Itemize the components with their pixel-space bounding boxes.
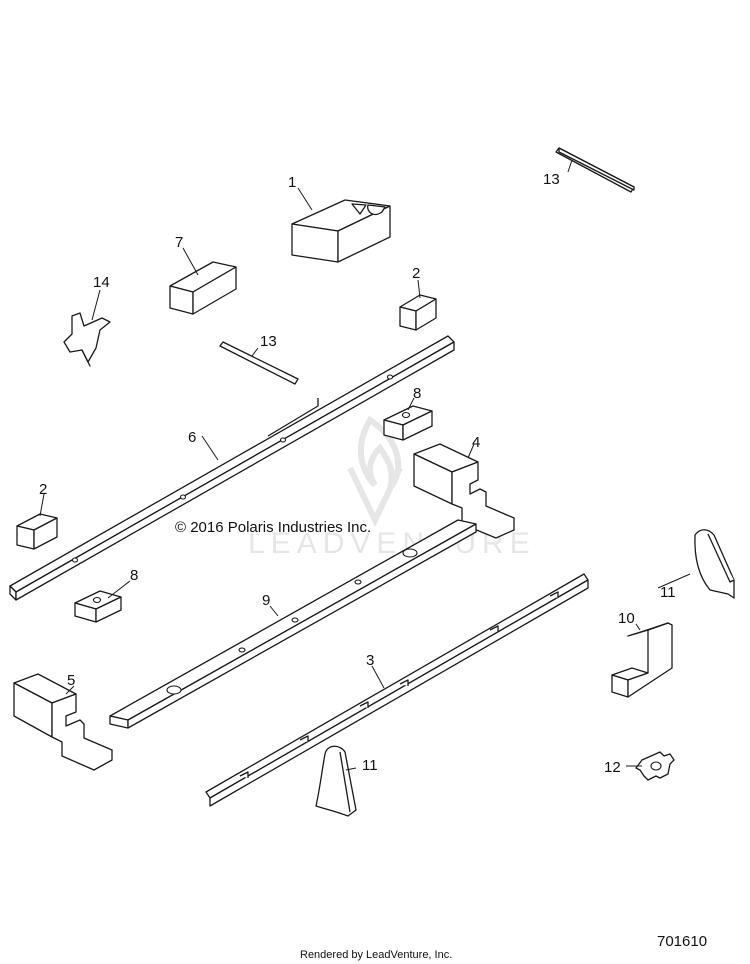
callout-8b: 8	[130, 567, 138, 584]
part-3-notched-rail	[205, 573, 589, 807]
part-11-wedge-bottom	[315, 745, 357, 817]
drawing-number: 701610	[657, 933, 707, 950]
flame-logo-icon	[357, 415, 402, 490]
part-13-strip-middle	[219, 341, 299, 385]
callout-11a: 11	[660, 584, 676, 601]
callout-8a: 8	[413, 385, 421, 402]
leader-lines	[39, 159, 691, 771]
callout-13a: 13	[543, 171, 560, 188]
part-2-block-top	[399, 294, 437, 331]
part-1-notched-block	[291, 199, 391, 263]
callout-7: 7	[175, 234, 183, 251]
callout-1: 1	[288, 174, 296, 191]
part-4-stepped-block	[413, 443, 515, 539]
callout-2a: 2	[412, 265, 420, 282]
part-13-strip-top	[555, 147, 635, 193]
part-8-plate-top	[383, 405, 433, 441]
callout-6: 6	[188, 429, 196, 446]
callout-9: 9	[262, 592, 270, 609]
part-2-block-bottom	[16, 513, 58, 550]
part-5-stepped-block	[13, 673, 113, 771]
callout-5: 5	[67, 672, 75, 689]
callout-3: 3	[366, 652, 374, 669]
callout-12: 12	[604, 759, 621, 776]
callouts: 1 13 7 2 14 13 8 6 4 2 11 8 9 10 3 5 11 …	[39, 171, 676, 776]
callout-11b: 11	[362, 757, 378, 774]
callout-2b: 2	[39, 481, 47, 498]
part-7-block	[169, 261, 237, 315]
part-12-small-plate	[635, 751, 675, 781]
callout-10: 10	[618, 610, 635, 627]
callout-13b: 13	[260, 333, 277, 350]
callout-14: 14	[93, 274, 110, 291]
v-logo-icon	[347, 466, 403, 527]
part-11-wedge-right	[694, 529, 735, 599]
part-9-flat-plate	[109, 519, 477, 729]
copyright-notice: © 2016 Polaris Industries Inc.	[175, 519, 371, 536]
part-14-bracket	[63, 312, 111, 367]
part-10-l-bracket	[611, 622, 673, 698]
part-6-long-rail	[9, 335, 455, 601]
render-credit: Rendered by LeadVenture, Inc.	[300, 949, 452, 961]
callout-4: 4	[472, 434, 480, 451]
part-8-plate-bottom	[74, 590, 122, 623]
